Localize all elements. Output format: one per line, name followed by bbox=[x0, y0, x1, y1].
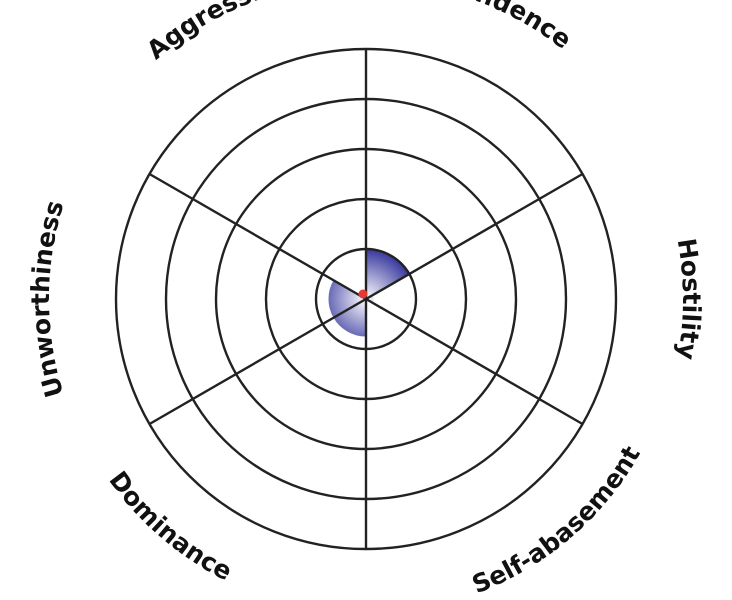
grid-spokes bbox=[148, 49, 584, 549]
axis-label-aggression: Aggression bbox=[141, 0, 296, 65]
grid-spoke-2 bbox=[365, 172, 584, 301]
grid-spoke-3 bbox=[365, 297, 584, 426]
axis-label-dominance: Dominance bbox=[103, 466, 236, 586]
wedge-unworthiness bbox=[328, 280, 366, 318]
grid-spoke-6 bbox=[148, 172, 367, 301]
axis-label-hostility: Hostility bbox=[672, 236, 706, 361]
axis-label-self-abasement: Self-abasement bbox=[468, 441, 646, 599]
center-dot bbox=[358, 289, 368, 299]
wedge-diffidence bbox=[366, 249, 410, 299]
wedge-dominance bbox=[333, 299, 366, 337]
grid-spoke-5 bbox=[148, 297, 367, 426]
axis-label-diffidence: Diffidence bbox=[435, 0, 577, 54]
data-wedges bbox=[328, 249, 410, 337]
axis-label-unworthiness: Unworthiness bbox=[26, 197, 69, 400]
